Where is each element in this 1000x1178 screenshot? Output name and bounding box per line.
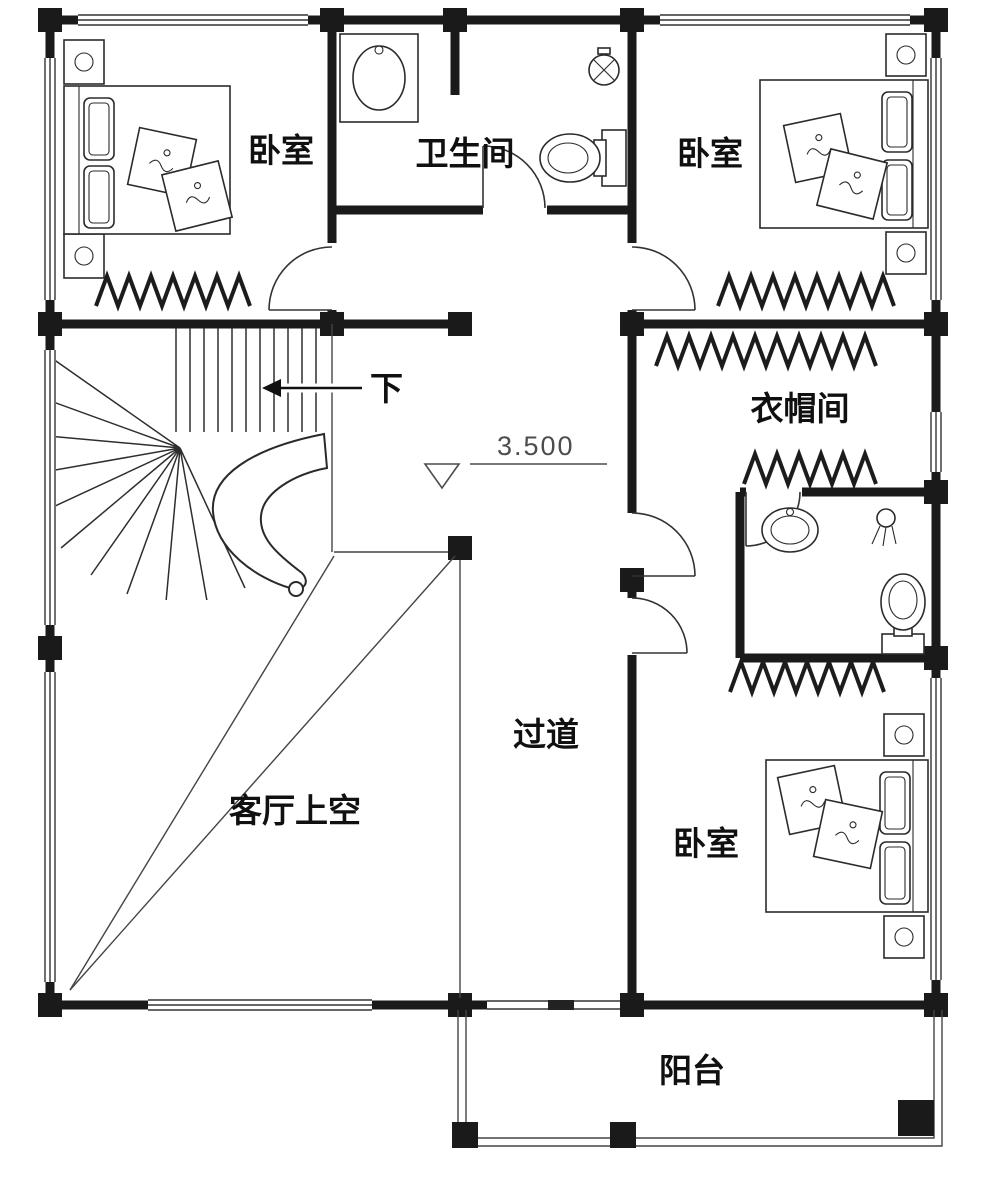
bed-bottom (765, 713, 929, 959)
room-label-cloakroom: 衣帽间 (751, 390, 850, 427)
balcony-column (452, 1122, 478, 1148)
pillow (83, 165, 115, 229)
elevation-marker: 3.500 (423, 431, 607, 490)
nightstand (883, 713, 925, 757)
void-diagonal-1 (69, 555, 456, 991)
toilet-bowl (880, 573, 926, 631)
bathroom-top-fixtures (339, 33, 627, 187)
toilet-bowl (539, 133, 601, 183)
quilt (160, 159, 234, 233)
door-bedroom-top-left (268, 246, 333, 311)
pillow (879, 771, 911, 835)
room-label-bedroom-bottom: 卧室 (673, 825, 739, 862)
lamp-icon (896, 243, 916, 263)
toilet-tank (881, 633, 925, 655)
balcony-railing (452, 1010, 943, 1148)
balcony-column (610, 1122, 636, 1148)
nightstand (63, 233, 105, 279)
pillow (879, 841, 911, 905)
bed-top-right (759, 33, 929, 275)
pillow (881, 91, 913, 153)
faucet-icon (785, 507, 795, 517)
wardrobe-hatch-bedroom-top-right (716, 270, 896, 312)
room-label-bedroom-top-right: 卧室 (677, 135, 743, 172)
bathroom-right-fixtures (761, 507, 926, 655)
door-cloakroom (631, 512, 696, 577)
pillow (881, 159, 913, 221)
wardrobe-hatches (94, 270, 896, 698)
windows (43, 13, 943, 1012)
room-label-living-void: 客厅上空 (229, 792, 361, 829)
room-labels: 卧室 卫生间 卧室 衣帽间 过道 客厅上空 卧室 阳台 (229, 132, 850, 1089)
room-label-bathroom-top: 卫生间 (416, 135, 515, 172)
toilet (880, 573, 926, 655)
down-arrow (262, 379, 362, 397)
lamp-icon (74, 246, 94, 266)
shower-head-icon (871, 508, 897, 547)
nightstand (63, 39, 105, 85)
toilet (539, 129, 627, 187)
room-label-corridor: 过道 (513, 716, 579, 753)
balcony-door-threshold (548, 1000, 574, 1010)
door-bedroom-top-right (631, 246, 696, 311)
lamp-icon (894, 725, 914, 745)
structural-columns (38, 8, 948, 1017)
nightstand (883, 915, 925, 959)
lamp-icon (896, 45, 916, 65)
room-label-balcony: 阳台 (659, 1052, 725, 1089)
wardrobe-hatch-cloakroom-top (654, 330, 878, 372)
faucet-icon (374, 45, 384, 55)
elevation-value: 3.500 (497, 431, 575, 461)
sink-basin (352, 45, 406, 111)
door-bathroom-top (482, 145, 546, 209)
wardrobe-hatch-cloakroom-bottom (742, 448, 878, 490)
quilt (812, 798, 884, 870)
stair-handrail-end (288, 581, 304, 597)
door-bedroom-bottom (631, 597, 688, 654)
stair-direction-label: 下 (370, 370, 403, 407)
bed-top-left (63, 39, 234, 279)
wardrobe-hatch-bedroom-bottom (728, 656, 886, 698)
balcony-column (898, 1100, 934, 1136)
elevation-triangle-icon (423, 463, 461, 490)
void-guide-lines (69, 551, 461, 998)
stair-treads (56, 328, 329, 600)
nightstand (885, 33, 927, 77)
pillow (83, 97, 115, 161)
void-diagonal-2 (69, 555, 335, 991)
wardrobe-hatch-bedroom-top-left (94, 270, 252, 312)
lamp-icon (74, 52, 94, 72)
quilt (815, 147, 889, 221)
hand-basin (588, 47, 620, 86)
lamp-icon (894, 927, 914, 947)
sink (761, 507, 819, 553)
door-openings (326, 204, 802, 655)
room-label-bedroom-top-left: 卧室 (248, 132, 314, 169)
nightstand (885, 231, 927, 275)
staircase: 下 (56, 324, 403, 600)
